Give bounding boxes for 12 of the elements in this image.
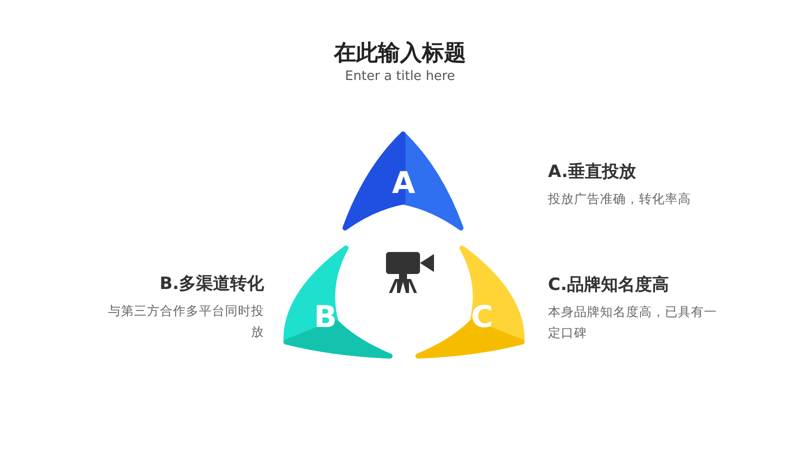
petal-shape (343, 130, 465, 232)
item-description: 投放广告准确，转化率高 (548, 190, 692, 208)
subtitle: Enter a title here (344, 69, 456, 84)
petal-letter: C (471, 300, 494, 336)
petal-letter: B (314, 300, 337, 336)
petal-letter: A (392, 166, 416, 202)
item-heading: A.垂直投放 (548, 161, 637, 183)
item-heading: B.多渠道转化 (158, 273, 264, 295)
item-description: 与第三方合作多平台同时投放 (107, 302, 264, 341)
item-description: 本身品牌知名度高，已具有一定口碑 (548, 303, 718, 342)
title: 在此输入标题 (332, 40, 467, 68)
item-heading: C.品牌知名度高 (548, 274, 670, 296)
